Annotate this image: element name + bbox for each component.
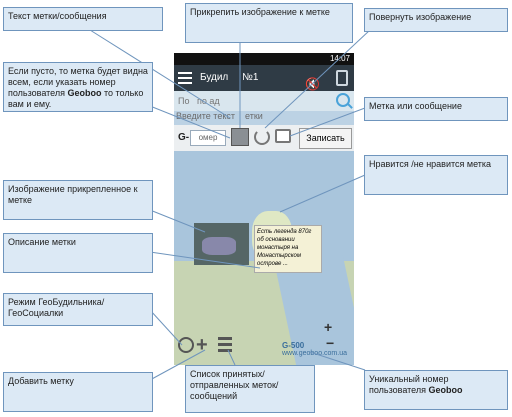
zoom-out-button[interactable]: − bbox=[326, 335, 335, 351]
callout-visibility-text1: Если пусто, то метка будет видна всем, е… bbox=[8, 66, 148, 98]
callout-attached-image: Изображение прикрепленное к метке bbox=[3, 180, 153, 220]
attach-image-button[interactable] bbox=[231, 128, 249, 146]
callout-visibility-text2: то только вам и ему. bbox=[8, 88, 144, 109]
globe-icon[interactable] bbox=[178, 337, 194, 353]
user-number: G-500 bbox=[282, 341, 305, 350]
message-type-button[interactable] bbox=[275, 129, 291, 143]
menu-icon[interactable] bbox=[178, 72, 192, 84]
search-icon[interactable] bbox=[336, 93, 350, 107]
search-bar bbox=[174, 91, 354, 111]
callout-add-text: Добавить метку bbox=[8, 376, 74, 386]
zoom-in-button[interactable]: + bbox=[324, 319, 333, 335]
phone-icon[interactable] bbox=[336, 70, 348, 86]
marker-photo[interactable] bbox=[194, 223, 249, 265]
callout-rotate: Повернуть изображение bbox=[364, 8, 508, 32]
callout-rotate-text: Повернуть изображение bbox=[369, 12, 472, 22]
callout-visibility-brand: Geoboo bbox=[67, 88, 102, 98]
callout-description: Описание метки bbox=[3, 233, 153, 273]
callout-text-label: Текст метки/сообщения bbox=[3, 7, 163, 31]
callout-type: Метка или сообщение bbox=[364, 97, 508, 121]
rotate-image-button[interactable] bbox=[254, 129, 270, 145]
callout-like: Нравится /не нравится метка bbox=[364, 155, 508, 195]
search-input[interactable] bbox=[176, 93, 330, 109]
map[interactable]: Есть легенда 870г об основании монастыря… bbox=[174, 151, 354, 365]
app-bar: Будил №1 🔇 bbox=[174, 65, 354, 91]
g-prefix: G- bbox=[178, 132, 190, 143]
callout-attach-text: Прикрепить изображение к метке bbox=[190, 7, 330, 17]
callout-attach: Прикрепить изображение к метке bbox=[185, 3, 353, 43]
callout-unique-text: Уникальный номер пользователя bbox=[369, 374, 449, 395]
callout-add: Добавить метку bbox=[3, 372, 153, 412]
callout-mode: Режим ГеоБудильника/ГеоСоциалки bbox=[3, 293, 153, 326]
callout-list: Список принятых/отправленных меток/сообщ… bbox=[185, 365, 315, 413]
callout-mode-text: Режим ГеоБудильника/ГеоСоциалки bbox=[8, 297, 105, 318]
list-icon[interactable] bbox=[218, 337, 232, 355]
site-link[interactable]: www.geoboo.com.ua bbox=[282, 350, 347, 357]
marker-description[interactable]: Есть легенда 870г об основании монастыря… bbox=[254, 225, 322, 273]
message-bar: G- омер Записать bbox=[174, 125, 354, 151]
user-number-input[interactable]: омер bbox=[190, 130, 226, 146]
phone-screen: 14:07 Будил №1 🔇 Введите текст етки G- о… bbox=[174, 53, 354, 365]
write-button[interactable]: Записать bbox=[299, 128, 352, 149]
callout-attached-image-text: Изображение прикрепленное к метке bbox=[8, 184, 138, 205]
callout-unique-brand: Geoboo bbox=[428, 385, 463, 395]
callout-text-label-text: Текст метки/сообщения bbox=[8, 11, 107, 21]
message-label: Введите текст етки bbox=[176, 111, 263, 121]
status-time: 14:07 bbox=[329, 54, 350, 63]
callout-list-text: Список принятых/отправленных меток/сообщ… bbox=[190, 369, 279, 401]
callout-unique: Уникальный номер пользователя Geoboo bbox=[364, 370, 508, 410]
callout-visibility: Если пусто, то метка будет видна всем, е… bbox=[3, 62, 153, 112]
callout-type-text: Метка или сообщение bbox=[369, 101, 462, 111]
callout-description-text: Описание метки bbox=[8, 237, 76, 247]
add-marker-icon[interactable]: + bbox=[196, 334, 208, 356]
status-bar: 14:07 bbox=[174, 53, 354, 65]
app-title: Будил №1 bbox=[200, 72, 259, 83]
callout-like-text: Нравится /не нравится метка bbox=[369, 159, 492, 169]
